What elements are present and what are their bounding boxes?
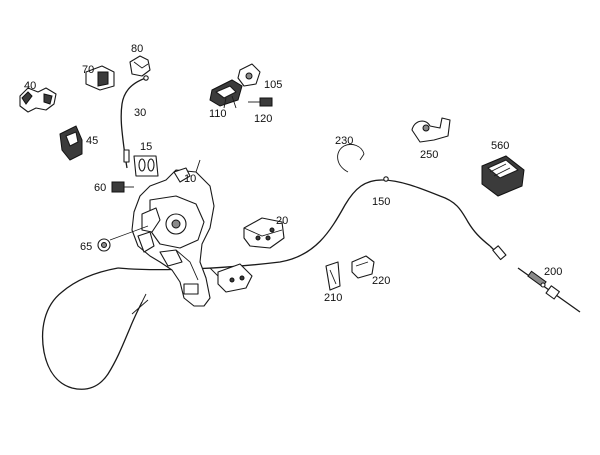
callout-220: 220	[372, 275, 390, 287]
callout-105: 105	[264, 79, 282, 91]
part-200-cable-end	[517, 267, 581, 313]
callout-200: 200	[544, 266, 562, 278]
part-70-clamp	[85, 65, 115, 91]
callout-110: 110	[209, 108, 227, 120]
callout-20: 20	[276, 215, 288, 227]
part-560-control-unit	[481, 155, 525, 197]
callout-560: 560	[491, 140, 509, 152]
part-220-holder	[351, 255, 375, 279]
callout-150: 150	[372, 196, 390, 208]
part-105-cover	[237, 63, 261, 87]
part-20-pedal-pad	[243, 217, 285, 249]
callout-230: 230	[335, 135, 353, 147]
cable-30	[120, 75, 149, 169]
part-250-bracket	[411, 117, 451, 143]
callout-45: 45	[86, 135, 98, 147]
callout-80: 80	[131, 43, 143, 55]
part-210-clip	[325, 261, 341, 291]
cable-loop	[41, 267, 149, 390]
callout-10: 10	[184, 173, 196, 185]
part-110-switch	[209, 79, 243, 109]
callout-210: 210	[324, 292, 342, 304]
callout-70: 70	[82, 64, 94, 76]
part-120-screw	[248, 97, 273, 107]
callout-40: 40	[24, 80, 36, 92]
part-65-nut	[97, 225, 149, 252]
callout-120: 120	[254, 113, 272, 125]
callout-15: 15	[140, 141, 152, 153]
cable-150	[117, 176, 507, 271]
part-10-pedal-assembly	[131, 159, 253, 307]
part-45-bracket	[59, 125, 83, 161]
part-15-bushing	[133, 155, 159, 177]
callout-250: 250	[420, 149, 438, 161]
callout-65: 65	[80, 241, 92, 253]
part-80-clip	[129, 55, 151, 77]
part-40-clip	[19, 87, 57, 113]
part-60-bolt	[111, 181, 134, 193]
callout-30: 30	[134, 107, 146, 119]
callout-60: 60	[94, 182, 106, 194]
part-230-circlip	[337, 143, 365, 173]
